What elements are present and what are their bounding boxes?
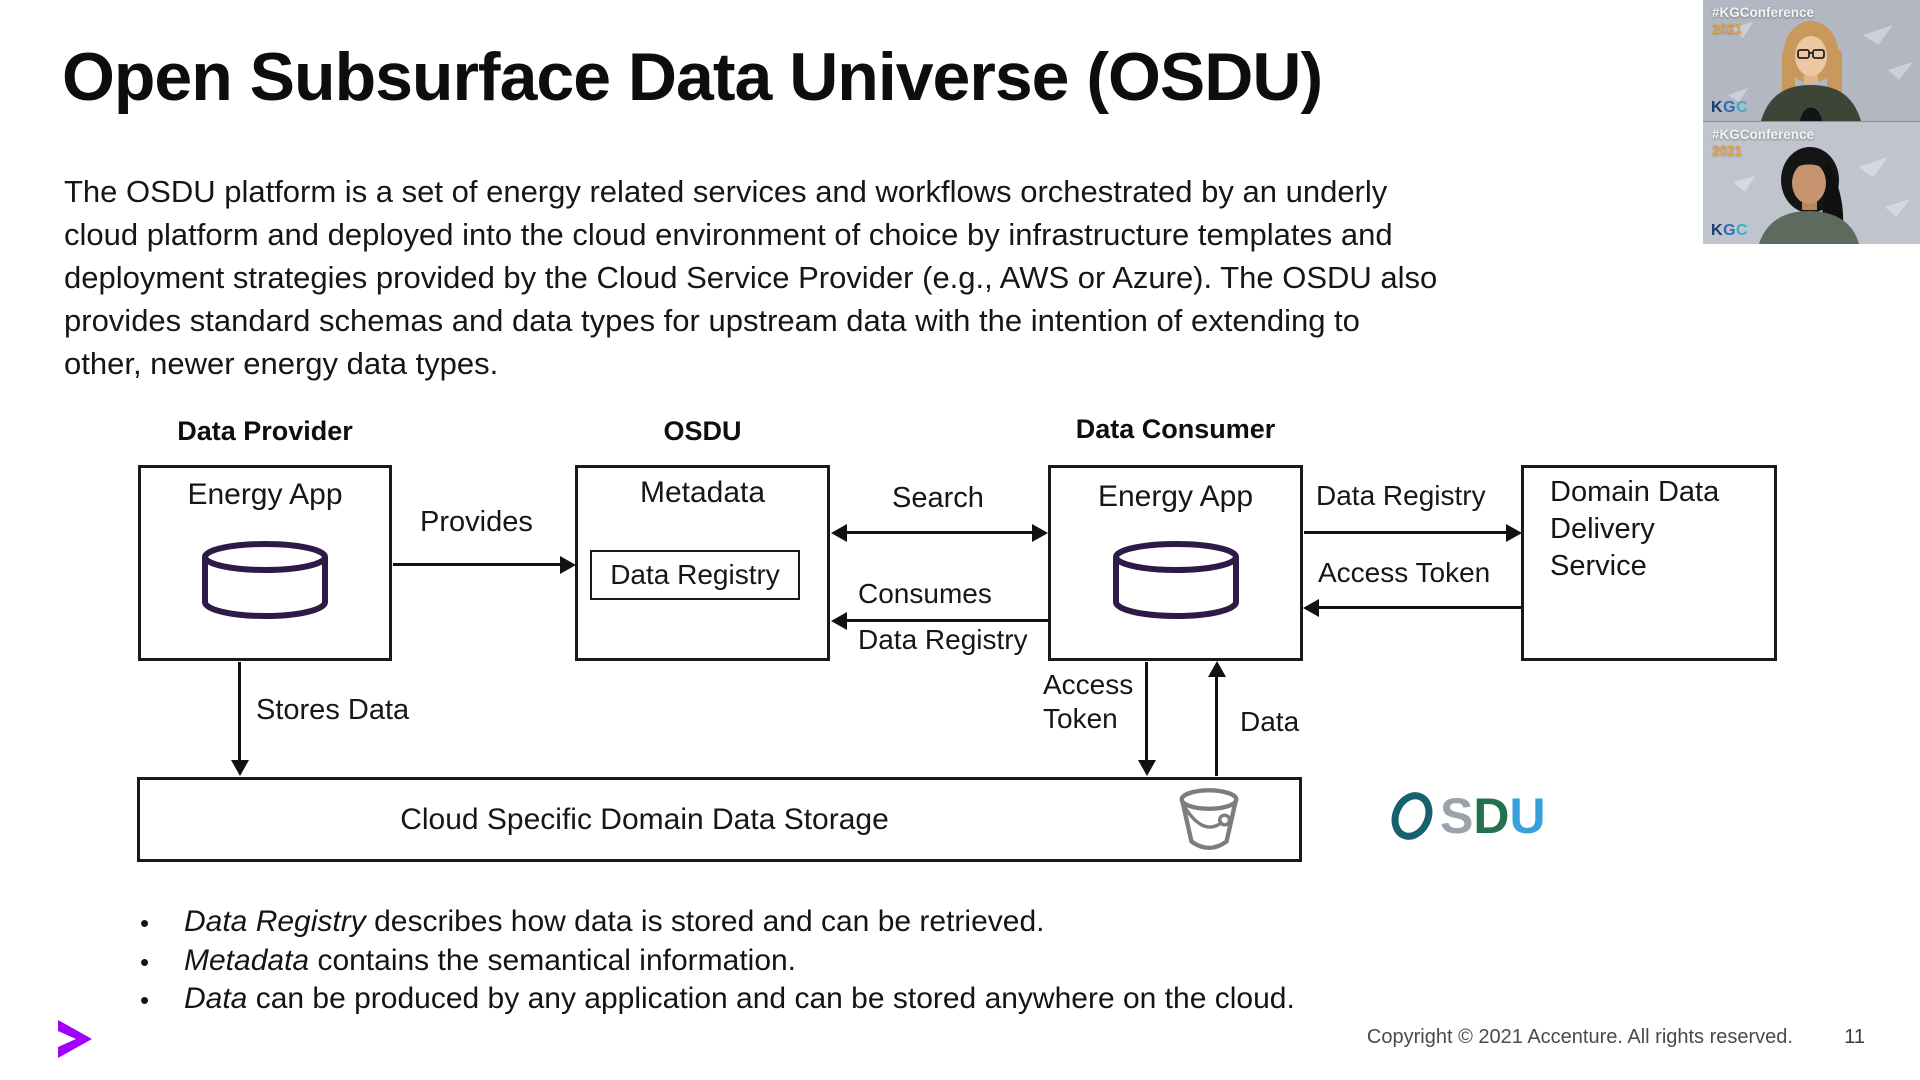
- bullet-icon: •: [140, 907, 150, 938]
- page-number: 11: [1844, 1026, 1865, 1048]
- ddds-label: Domain Data Delivery Service: [1550, 474, 1719, 585]
- access-token-arrowhead: [1303, 598, 1319, 617]
- webcam-person-2: [1703, 122, 1920, 244]
- data-up-label: Data: [1240, 706, 1300, 737]
- bucket-icon: [1179, 788, 1239, 850]
- access-token-down-label: Access Token: [1043, 668, 1133, 736]
- bullet-text: can be produced by any application and c…: [255, 982, 1295, 1015]
- database-cylinder-icon: [1113, 541, 1239, 619]
- bullet-item: • Metadata contains the semantical inform…: [140, 944, 796, 978]
- osdu-letter-s: S: [1440, 788, 1474, 844]
- consumer-energy-app-label: Energy App: [1097, 480, 1254, 513]
- database-cylinder-icon: [202, 541, 328, 619]
- data-registry-inner-label: Data Registry: [610, 559, 780, 590]
- bullet-icon: •: [140, 946, 150, 977]
- consumes-label-line2: Data Registry: [858, 624, 1028, 655]
- search-arrowhead-right: [1032, 523, 1048, 542]
- domain-data-delivery-service-box: [1521, 465, 1777, 661]
- bullet-term: Metadata: [184, 944, 310, 977]
- copyright-text: Copyright © 2021 Accenture. All rights r…: [1366, 1026, 1793, 1048]
- webcam-person-1: [1703, 0, 1920, 121]
- access-down-line: Access: [1043, 669, 1134, 700]
- intro-paragraph: The OSDU platform is a set of energy rel…: [64, 170, 1437, 385]
- paragraph-line: deployment strategies provided by the Cl…: [64, 260, 1438, 295]
- bullet-text: describes how data is stored and can be …: [374, 905, 1045, 938]
- webcam-tile-1[interactable]: #KGConference 2021 KGC: [1703, 0, 1920, 122]
- kgc-letter: G: [1723, 99, 1737, 116]
- stores-data-label: Stores Data: [256, 694, 410, 726]
- bullet-item: • Data Registry describes how data is sto…: [140, 905, 1044, 939]
- search-arrow: [845, 531, 1033, 534]
- kgc-logo: KGC: [1711, 99, 1748, 117]
- kgc-letter: K: [1711, 222, 1724, 239]
- bullet-term: Data: [184, 982, 248, 1015]
- bullet-item: • Data can be produced by any application…: [140, 982, 1295, 1016]
- kgc-letter: K: [1711, 99, 1724, 116]
- metadata-label: Metadata: [639, 476, 766, 509]
- bullet-term: Data Registry: [184, 905, 366, 938]
- cloud-storage-box: Cloud Specific Domain Data Storage: [137, 777, 1302, 862]
- webcam-overlay: #KGConference 2021 KGC #KGConference: [1703, 0, 1920, 244]
- paragraph-line: provides standard schemas and data types…: [64, 303, 1360, 338]
- osdu-letter-d: D: [1473, 788, 1510, 844]
- search-arrowhead-left: [831, 523, 847, 542]
- data-up-arrowhead: [1207, 661, 1226, 677]
- ddds-line: Service: [1550, 550, 1647, 582]
- osdu-o-icon: [1391, 792, 1433, 840]
- provider-energy-app-label: Energy App: [187, 478, 343, 511]
- kgc-letter: C: [1736, 222, 1749, 239]
- paragraph-line: other, newer energy data types.: [64, 346, 499, 381]
- consumes-label-line1: Consumes: [858, 578, 992, 609]
- conference-year: 2021: [1712, 21, 1743, 36]
- data-registry-inner-box: Data Registry: [590, 550, 800, 600]
- cloud-storage-label: Cloud Specific Domain Data Storage: [400, 802, 889, 836]
- conference-hashtag: #KGConference: [1712, 5, 1815, 20]
- page-title: Open Subsurface Data Universe (OSDU): [62, 39, 1323, 115]
- data-registry-arrowhead: [1506, 523, 1522, 542]
- consumes-arrow: [845, 619, 1048, 622]
- conference-hashtag: #KGConference: [1712, 127, 1815, 142]
- data-registry-right-label: Data Registry: [1316, 480, 1486, 511]
- stores-data-arrowhead: [230, 760, 249, 776]
- stores-data-arrow: [238, 662, 241, 762]
- conference-year: 2021: [1712, 143, 1743, 158]
- paper-plane-icon: [1733, 157, 1910, 217]
- data-up-arrow: [1215, 676, 1218, 776]
- access-token-arrow: [1317, 606, 1521, 609]
- paragraph-line: The OSDU platform is a set of energy rel…: [64, 174, 1388, 209]
- data-registry-arrow: [1304, 531, 1508, 534]
- paper-plane-icon: [1728, 22, 1913, 102]
- provides-label: Provides: [420, 506, 533, 538]
- osdu-letter-u: U: [1509, 788, 1546, 844]
- access-token-down-arrow: [1145, 662, 1148, 762]
- access-token-down-arrowhead: [1137, 760, 1156, 776]
- ddds-line: Delivery: [1550, 513, 1655, 545]
- webcam-tile-2[interactable]: #KGConference 2021 KGC: [1703, 122, 1920, 244]
- bullet-icon: •: [140, 984, 150, 1015]
- search-label: Search: [892, 482, 984, 514]
- bullet-text: contains the semantical information.: [317, 944, 797, 977]
- access-down-line: Token: [1043, 703, 1118, 734]
- osdu-label: OSDU: [663, 416, 742, 446]
- provides-arrowhead: [560, 555, 576, 574]
- kgc-logo: KGC: [1711, 222, 1748, 240]
- provides-arrow: [393, 563, 560, 566]
- accenture-logo: [58, 1020, 92, 1058]
- kgc-letter: C: [1736, 99, 1749, 116]
- consumes-arrowhead: [831, 611, 847, 630]
- kgc-letter: G: [1723, 222, 1737, 239]
- data-provider-label: Data Provider: [177, 416, 353, 446]
- paragraph-line: cloud platform and deployed into the clo…: [64, 217, 1393, 252]
- ddds-line: Domain Data: [1550, 476, 1720, 508]
- data-consumer-label: Data Consumer: [1075, 414, 1276, 444]
- access-token-right-label: Access Token: [1318, 557, 1491, 588]
- osdu-product-logo: S D U: [1386, 790, 1546, 842]
